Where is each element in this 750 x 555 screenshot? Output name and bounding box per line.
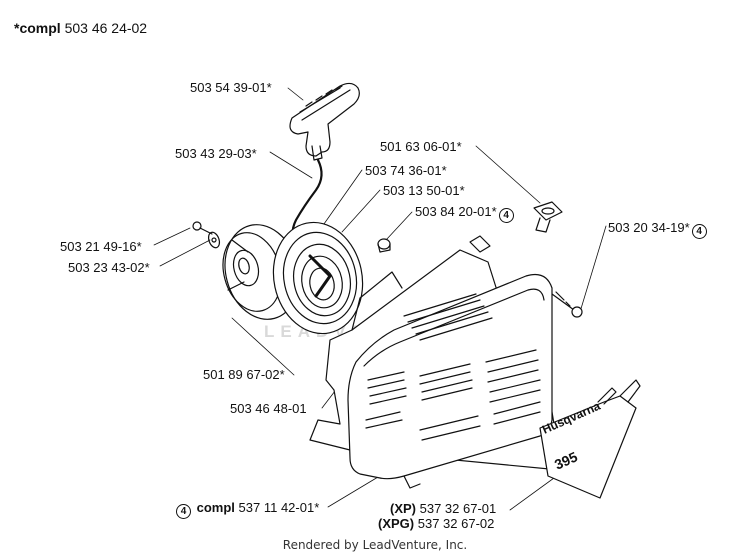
starter-cover-drawing	[347, 273, 553, 489]
washer-drawing	[207, 231, 221, 249]
label-decal-xp-prefix: (XP)	[390, 501, 416, 516]
label-center-screw: 503 21 49-16*	[60, 239, 142, 254]
label-eyelet: 501 63 06-01*	[380, 139, 462, 154]
label-starter-compl: 4 compl 537 11 42-01*	[176, 500, 319, 519]
cover-screw-ref-badge: 4	[691, 224, 707, 239]
label-pawl-hub: 501 89 67-02*	[203, 367, 285, 382]
label-decal-xpg-prefix: (XPG)	[378, 516, 415, 531]
label-decal-xpg: (XPG) 537 32 67-02	[378, 516, 494, 531]
label-guide-bushing: 503 84 20-01*4	[415, 204, 516, 223]
cover-screw-drawing	[551, 291, 583, 318]
eyelet-drawing	[533, 201, 563, 233]
label-cover-screw: 503 20 34-19*4	[608, 220, 709, 239]
label-starter-handle: 503 54 39-01*	[190, 80, 272, 95]
label-cover-screw-number: 503 20 34-19*	[608, 220, 690, 235]
label-starter-compl-number: 537 11 42-01*	[238, 500, 320, 515]
starter-handle-drawing	[289, 82, 360, 161]
label-starter-compl-prefix: compl	[196, 500, 235, 515]
label-rope-pulley: 503 13 50-01*	[383, 183, 465, 198]
label-decal-xp: (XP) 537 32 67-01	[390, 501, 496, 516]
label-fan-housing-plate: 503 46 48-01	[230, 401, 307, 416]
label-guide-bushing-number: 503 84 20-01*	[415, 204, 497, 219]
guide-bushing-ref-badge: 4	[498, 208, 514, 223]
spring-cassette-drawing	[272, 221, 364, 335]
label-spring-cassette: 503 74 36-01*	[365, 163, 447, 178]
header-prefix: *compl	[14, 20, 61, 36]
guide-bushing-drawing	[377, 238, 391, 253]
header-part-number: 503 46 24-02	[64, 20, 148, 36]
label-decal-xp-number: 537 32 67-01	[419, 501, 497, 516]
leader-lines	[153, 87, 607, 511]
decal-drawing	[539, 379, 641, 499]
starter-compl-ref-badge: 4	[176, 504, 191, 519]
label-starter-cord: 503 43 29-03*	[175, 146, 257, 161]
label-decal-xpg-number: 537 32 67-02	[417, 516, 495, 531]
footer-credit: Rendered by LeadVenture, Inc.	[282, 538, 468, 552]
assembly-header: *compl 503 46 24-02	[14, 20, 147, 36]
label-washer: 503 23 43-02*	[68, 260, 150, 275]
center-screw-drawing	[192, 221, 213, 235]
